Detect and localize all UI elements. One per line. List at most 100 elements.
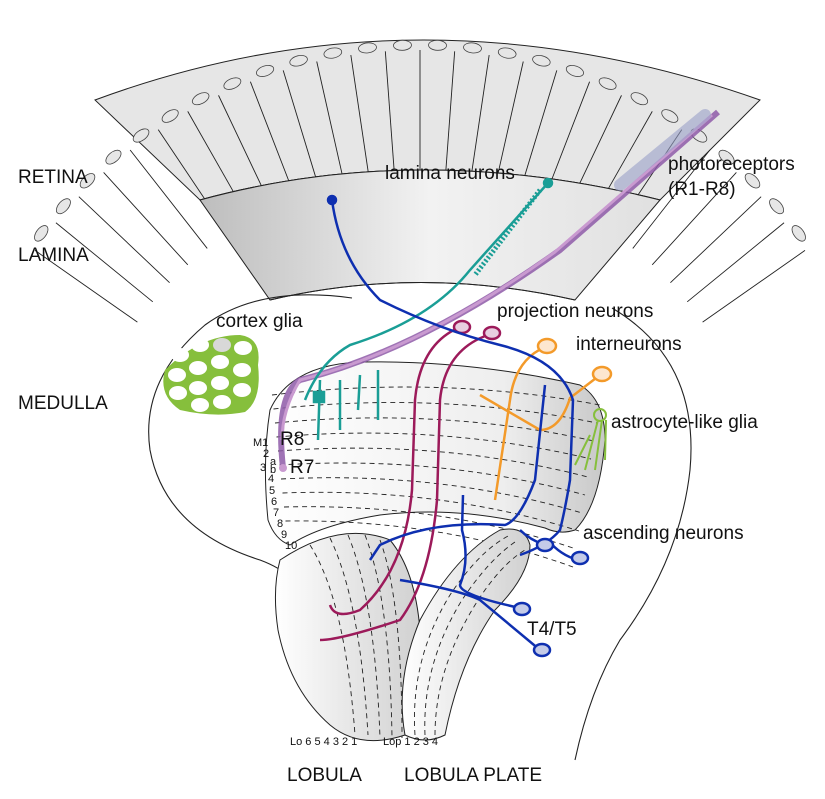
medulla-layer-label: 5 [269, 485, 276, 497]
lobula-neuropil [274, 532, 422, 742]
medulla-layer-label: 10 [285, 540, 298, 552]
label-lamina: LAMINA [18, 245, 89, 266]
label-photoreceptors-sub: (R1-R8) [668, 179, 736, 200]
glia-cell-body [191, 338, 209, 352]
cortex-glia-cell [163, 335, 259, 415]
glia-cell-body [213, 338, 231, 352]
lobula-plate-layer-labels: Lop 1 2 3 4 [383, 736, 439, 748]
ommatidium-border [249, 81, 296, 199]
label-ascending-neurons: ascending neurons [583, 523, 744, 544]
medulla-layer-label: b [270, 464, 277, 476]
glia-cell-body [234, 341, 252, 355]
ommatidium-lens [630, 92, 649, 106]
ommatidium-border [55, 222, 154, 303]
medulla-layer-label: a [270, 456, 277, 468]
medulla-layer-line [279, 462, 586, 496]
ommatidium-lens [791, 225, 806, 242]
medulla-layer-label: 7 [273, 507, 280, 519]
ommatidium-border [519, 70, 558, 191]
label-r8: R8 [280, 429, 305, 450]
projection-neurons [319, 319, 502, 642]
glia-cell-body [169, 386, 187, 400]
label-astrocyte-glia: astrocyte-like glia [611, 412, 758, 433]
label-t4t5: T4/T5 [527, 619, 577, 640]
ommatidium-lens [289, 55, 308, 67]
ommatidium-border [316, 61, 345, 184]
ommatidium-lens [79, 173, 96, 189]
ommatidium-lens [105, 149, 122, 165]
ommatidium-lens [34, 225, 49, 242]
ommatidium-lens [323, 47, 343, 59]
ommatidium-border [470, 55, 490, 179]
label-medulla: MEDULLA [18, 393, 108, 414]
ommatidium-lens [428, 39, 447, 51]
medulla-layer-line [280, 477, 583, 514]
ommatidium-lens [393, 39, 412, 51]
optic-lobe-outline [148, 294, 353, 601]
ommatidium-border [78, 196, 170, 284]
medulla-layer-line [273, 402, 598, 424]
ommatidium-border [670, 196, 762, 284]
glia-cell-body [189, 361, 207, 375]
label-r7: R7 [290, 457, 315, 478]
glia-cell-body [168, 368, 186, 382]
ommatidium-border [632, 149, 711, 249]
lamina-band [199, 169, 661, 301]
ommatidium-lens [223, 77, 242, 90]
ommatidium-lens [191, 92, 210, 106]
ommatidium-lens [718, 149, 735, 165]
ommatidium-lens [161, 109, 179, 123]
medulla-layer-label: 3 [260, 462, 267, 474]
ommatidium-border [350, 55, 370, 179]
ommatidium-lens [661, 109, 679, 123]
ommatidium-border [282, 70, 321, 191]
lamina-neurons [303, 177, 554, 441]
glia-cell-body [189, 381, 207, 395]
label-cortex-glia: cortex glia [216, 311, 303, 332]
label-lobula-plate: LOBULA PLATE [404, 765, 542, 786]
medulla-layer-line [285, 520, 574, 568]
medulla-layer-label: 2 [263, 448, 270, 460]
glia-cell-body [171, 348, 189, 362]
medulla-layer-line [282, 491, 580, 532]
ommatidium-lens [598, 77, 617, 90]
ommatidium-border [445, 51, 456, 176]
medulla-layer-label: 9 [281, 529, 288, 541]
ascending-neurons [326, 194, 590, 658]
medulla-layer-label: 8 [277, 518, 284, 530]
ommatidium-border [686, 222, 785, 303]
ommatidium-border [384, 51, 395, 176]
ommatidium-lens [744, 173, 761, 189]
ommatidium-lens [463, 42, 482, 54]
ommatidium-border [34, 250, 138, 323]
glia-cell-body [191, 398, 209, 412]
ommatidium-border [651, 172, 737, 266]
medulla-layer-label: 4 [268, 473, 275, 485]
medulla-neuropil [264, 361, 606, 568]
ommatidium-lens [565, 65, 585, 77]
label-projection-neurons: projection neurons [497, 301, 654, 322]
label-interneurons: interneurons [576, 334, 682, 355]
medulla-layer-label: M1 [253, 437, 269, 449]
lobula-plate-neuropil [401, 528, 531, 741]
ommatidium-lens [497, 47, 517, 59]
astrocyte-glia-cell [574, 408, 607, 471]
ommatidium-border [103, 172, 189, 266]
ommatidium-lens [255, 65, 275, 77]
medulla-layer-line [277, 447, 589, 478]
retina-fan [34, 39, 806, 323]
ommatidium-border [129, 149, 208, 249]
glia-cell-body [213, 395, 231, 409]
ommatidium-border [495, 61, 524, 184]
ommatidium-lens [55, 198, 71, 215]
medulla-layer-line [283, 506, 577, 550]
medulla-layer-line [274, 417, 595, 442]
glia-cell-body [233, 383, 251, 397]
photoreceptor-axons [278, 109, 720, 472]
ommatidium-lens [358, 42, 377, 54]
ommatidium-lens [132, 128, 150, 143]
glia-cell-body [211, 376, 229, 390]
medulla-layer-label: 6 [271, 496, 278, 508]
label-retina: RETINA [18, 167, 88, 188]
ommatidium-lens [769, 198, 785, 215]
